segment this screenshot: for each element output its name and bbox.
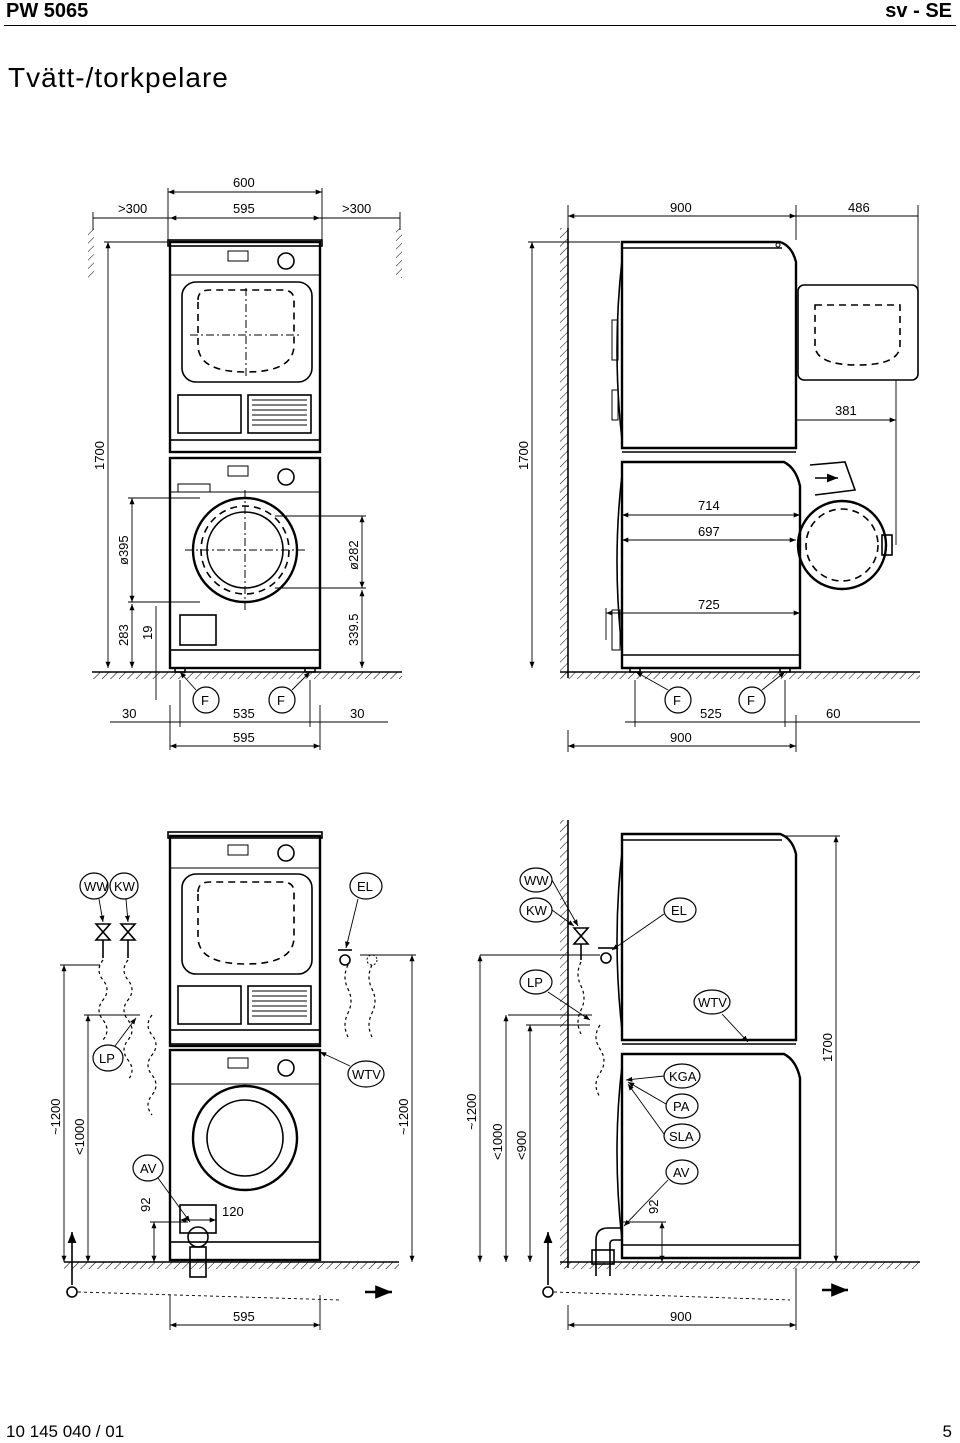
dim-30-right: 30 (350, 706, 364, 721)
dim-19: 19 (140, 626, 155, 640)
label-kw-front: KW (114, 879, 136, 894)
document-number: 10 145 040 / 01 (6, 1422, 125, 1441)
rear-wall-conn (560, 820, 568, 1268)
label-wtv-side: WTV (698, 995, 727, 1010)
wall-right (396, 228, 402, 278)
floor-side (560, 672, 920, 679)
floor-conn (64, 1262, 399, 1269)
label-sla: SLA (669, 1129, 694, 1144)
washer-door-open (796, 499, 888, 591)
foot-label-bubble (192, 686, 220, 714)
dim-30-left: 30 (122, 706, 136, 721)
dim-600: 600 (233, 175, 255, 190)
dim-60: 60 (826, 706, 840, 721)
foot-label-side-left: F (673, 693, 681, 708)
dim-525: 525 (700, 706, 722, 721)
dryer-door (181, 281, 313, 383)
foot-label-bubble (268, 686, 296, 714)
label-el-side: EL (671, 903, 687, 918)
dim-gap-left: >300 (118, 201, 147, 216)
page-title: Tvätt-/torkpelare (8, 62, 229, 93)
header-rule (4, 25, 956, 26)
dryer-side (620, 240, 798, 450)
foot-label-left: F (201, 693, 209, 708)
dim-900-side-bottom: 900 (670, 730, 692, 745)
label-av-side: AV (673, 1165, 690, 1180)
dryer-display (227, 250, 249, 262)
dim-535: 535 (233, 706, 255, 721)
washer-side (620, 460, 802, 670)
dim-1700-side: 1700 (516, 441, 531, 470)
dim-92-front: 92 (138, 1198, 153, 1212)
dim-595-bottom: 595 (233, 730, 255, 745)
dim-1700-conn: 1700 (820, 1033, 835, 1062)
dim-283: 283 (116, 624, 131, 646)
language-code: sv - SE (885, 0, 952, 22)
dim-381: 381 (835, 403, 857, 418)
label-ww-front: WW (84, 879, 109, 894)
page-number: 5 (942, 1422, 952, 1441)
front-view-top: 600 >300 595 >300 1700 ø395 ø282 283 19 … (88, 175, 402, 750)
dim-1200-side: ~1200 (464, 1093, 479, 1130)
label-pa: PA (673, 1099, 690, 1114)
dim-486: 486 (848, 200, 870, 215)
front-view-bottom: WW KW EL LP WTV AV ~1200 <1000 92 120 ~1… (48, 831, 416, 1330)
dryer-side-conn (620, 832, 798, 1042)
dim-1200-left: ~1200 (48, 1098, 63, 1135)
dim-900-top: 900 (670, 200, 692, 215)
floor (92, 672, 402, 679)
dim-120: 120 (222, 1204, 244, 1219)
dim-1700-front: 1700 (92, 441, 107, 470)
foot-label-right: F (277, 693, 285, 708)
label-lp-side: LP (527, 975, 543, 990)
dim-900-conn: 900 (670, 1309, 692, 1324)
dryer-body-conn (168, 834, 322, 1048)
label-kw-side: KW (526, 903, 548, 918)
dim-92-side: 92 (646, 1200, 661, 1214)
dim-714: 714 (698, 498, 720, 513)
dryer-filter-panel (177, 394, 242, 434)
washer-display (227, 465, 249, 477)
washer-drain-flap (179, 614, 217, 646)
dim-725: 725 (698, 597, 720, 612)
foot-label-side-right: F (747, 693, 755, 708)
dim-595-conn: 595 (233, 1309, 255, 1324)
side-view-bottom: WW KW EL LP WTV KGA PA SLA AV ~1200 <100… (464, 820, 920, 1330)
side-view-top: 900 486 1700 381 714 697 725 F F 525 60 … (516, 200, 920, 752)
dim-1000-front: <1000 (72, 1118, 87, 1155)
dim-339-5: 339.5 (346, 613, 361, 646)
dim-900-height: <900 (514, 1131, 529, 1160)
dryer-vent-grille (247, 394, 312, 434)
dim-gap-right: >300 (342, 201, 371, 216)
dim-1200-right: ~1200 (396, 1098, 411, 1135)
label-lp-front: LP (99, 1051, 115, 1066)
washer-body (168, 456, 322, 670)
wall-left (88, 228, 94, 278)
dryer-knob (277, 252, 295, 270)
label-kga: KGA (669, 1069, 697, 1084)
dim-d395: ø395 (116, 535, 131, 565)
label-wtv-front: WTV (352, 1067, 381, 1082)
model-name: PW 5065 (6, 0, 89, 22)
label-ww-side: WW (524, 873, 549, 888)
dim-1000-side: <1000 (490, 1123, 505, 1160)
dryer-door-open (797, 284, 919, 381)
label-el-front: EL (357, 879, 373, 894)
rear-wall (560, 228, 568, 678)
dim-697: 697 (698, 524, 720, 539)
washer-knob (277, 468, 295, 486)
dim-595-top: 595 (233, 201, 255, 216)
washer-side-conn (620, 1052, 802, 1260)
dim-d282: ø282 (346, 540, 361, 570)
label-av-front: AV (140, 1161, 157, 1176)
